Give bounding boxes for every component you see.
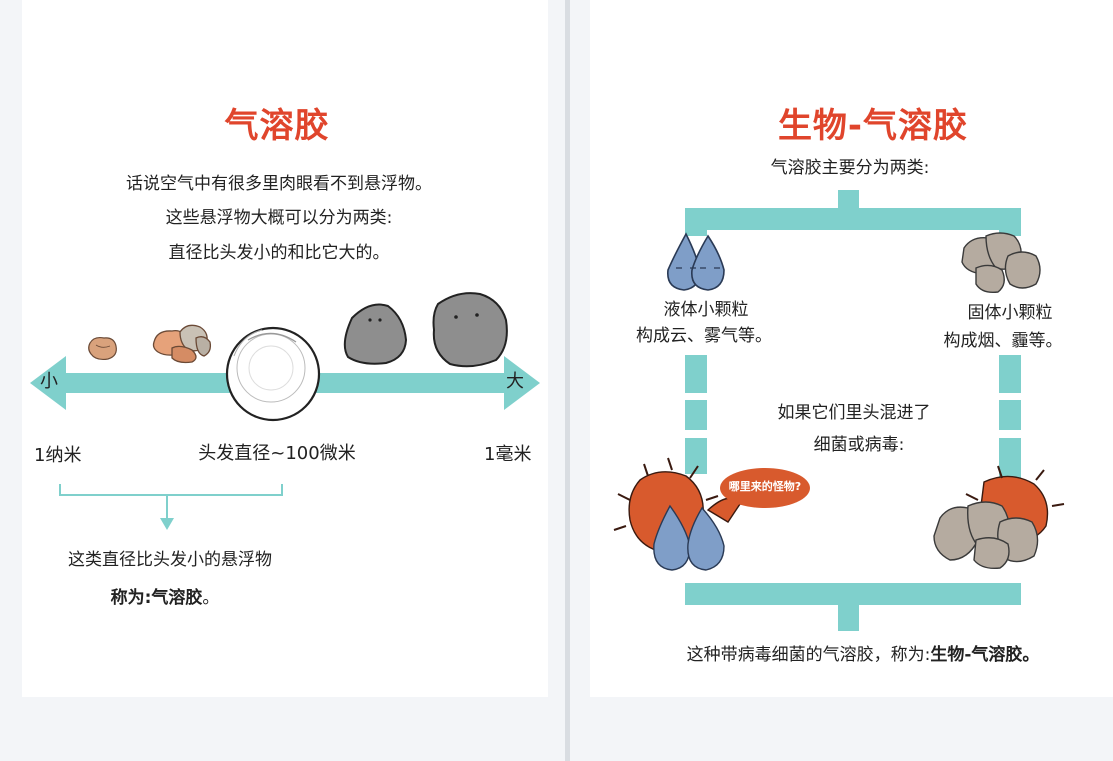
hair-cross-section-icon (225, 326, 321, 422)
bio-aerosol-title: 生物-气溶胶 (777, 106, 969, 146)
tiny-particle-icon (88, 336, 117, 361)
scale-mid-label: 头发直径~100微米 (198, 443, 356, 464)
liquid-droplet-icon (667, 232, 725, 291)
page-divider (565, 0, 570, 761)
conclusion-prefix: 称为: (110, 588, 152, 608)
bio-aerosol-panel: 生物-气溶胶 气溶胶主要分为两类: 液体小颗粒 构成云、雾气等。 固体小颗粒 构… (590, 0, 1113, 697)
scale-large-label: 大 (506, 371, 524, 392)
conclusion-term: 气溶胶 (151, 588, 203, 608)
dust-cluster-icon (152, 324, 212, 364)
aerosol-title: 气溶胶 (224, 106, 330, 146)
speech-bubble-text: 哪里来的怪物? (728, 480, 802, 493)
range-arrow-down (160, 518, 174, 530)
range-bracket (59, 484, 283, 496)
scale-min-label: 1纳米 (34, 445, 82, 466)
rock-particle-icon (343, 303, 408, 365)
scale-small-label: 小 (40, 371, 58, 392)
bio-aerosol-diagram (613, 190, 1065, 631)
intro-line-1: 话说空气中有很多里肉眼看不到悬浮物。 (126, 174, 432, 194)
bio-footer: 这种带病毒细菌的气溶胶，称为:生物-气溶胶。 (687, 647, 1040, 664)
diagram-frame (685, 190, 1021, 631)
bio-footer-text: 这种带病毒细菌的气溶胶，称为: (686, 645, 931, 665)
liquid-particle-label: 液体小颗粒 (663, 300, 749, 320)
bio-footer-term: 生物-气溶胶。 (930, 645, 1040, 665)
aerosol-panel: 气溶胶 话说空气中有很多里肉眼看不到悬浮物。 这些悬浮物大概可以分为两类: 直径… (22, 0, 548, 697)
conclusion-definition: 称为:气溶胶。 (111, 590, 220, 607)
large-rock-particle-icon (432, 292, 508, 368)
conclusion-end: 。 (202, 588, 220, 608)
size-scale-illustration (30, 292, 540, 530)
solid-particle-label: 固体小颗粒 (967, 303, 1053, 323)
virus-droplet-icon (613, 457, 741, 571)
intro-line-3: 直径比头发小的和比它大的。 (168, 243, 390, 263)
conclusion-line: 这类直径比头发小的悬浮物 (68, 550, 272, 570)
liquid-particle-desc: 构成云、雾气等。 (636, 326, 772, 346)
mix-text-line-2: 细菌或病毒: (813, 435, 905, 455)
intro-line-2: 这些悬浮物大概可以分为两类: (165, 208, 393, 228)
mix-text-line-1: 如果它们里头混进了 (777, 403, 931, 423)
virus-solid-particle-icon (933, 465, 1065, 570)
bio-intro-text: 气溶胶主要分为两类: (770, 158, 930, 178)
solid-particle-icon (961, 232, 1041, 294)
solid-particle-desc: 构成烟、霾等。 (943, 331, 1063, 351)
speech-bubble-icon (720, 468, 810, 512)
scale-max-label: 1毫米 (484, 444, 532, 465)
